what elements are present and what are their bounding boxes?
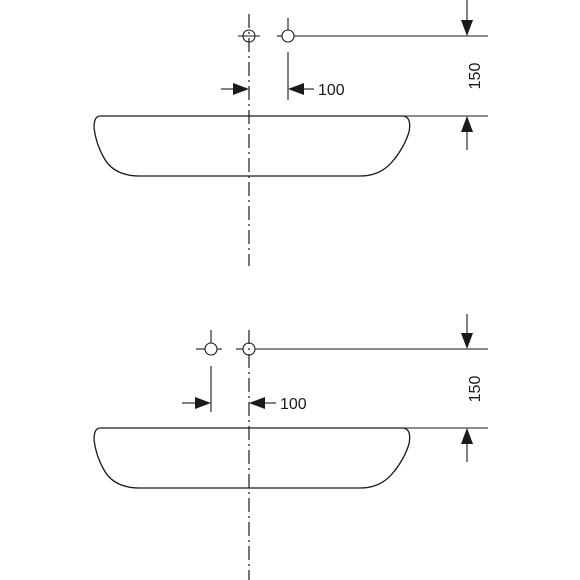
offset-dim-label: 100 — [318, 82, 345, 99]
height-dim-arrow-bottom — [461, 116, 473, 132]
top-view: 150 100 — [93, 0, 488, 266]
height-dim-label: 150 — [467, 376, 484, 403]
offset-dim-label: 100 — [280, 396, 307, 413]
bottom-view: 150 100 — [93, 314, 488, 580]
height-dim-label: 150 — [467, 63, 484, 90]
offset-dim-arrow-left — [233, 83, 249, 95]
basin-outline — [93, 427, 411, 489]
basin-outline — [93, 115, 411, 177]
height-dim-arrow-top — [461, 20, 473, 36]
offset-dim-arrow-right — [288, 83, 304, 95]
tap-hole-left — [204, 342, 218, 356]
height-dim-arrow-bottom — [461, 428, 473, 444]
tap-hole-right — [281, 29, 295, 43]
offset-dim-arrow-right — [249, 397, 265, 409]
offset-dim-arrow-left — [195, 397, 211, 409]
height-dim-arrow-top — [461, 333, 473, 349]
